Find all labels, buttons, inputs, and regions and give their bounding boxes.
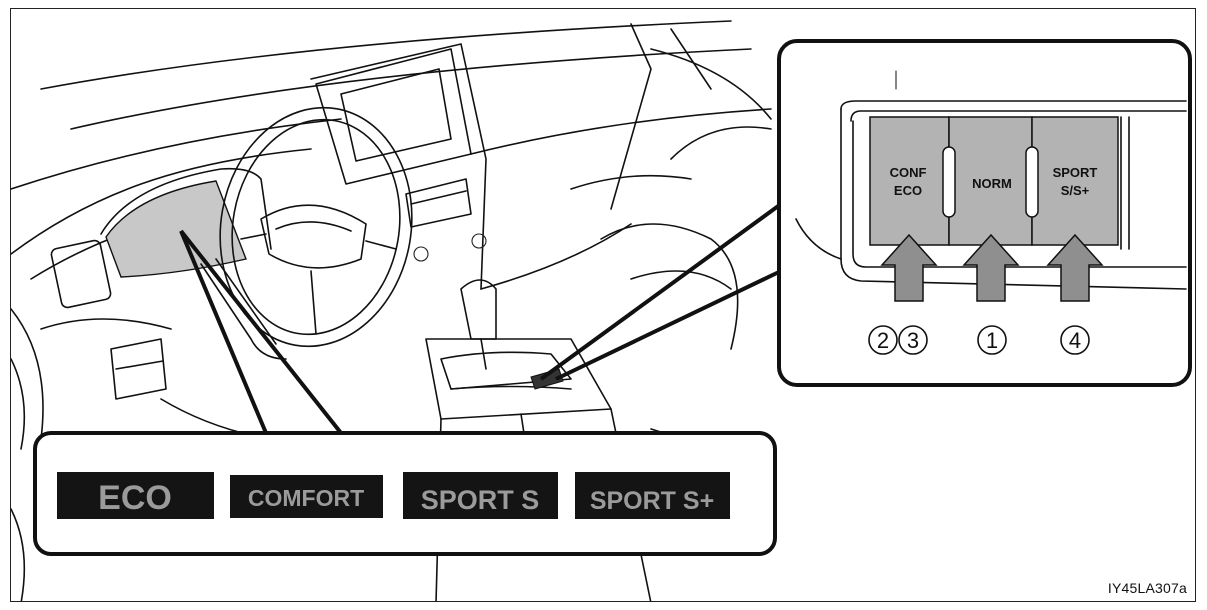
switch-callout-leaders	[541, 204, 781, 379]
figure-code: IY45LA307a	[1108, 580, 1187, 596]
indicator-slot	[1026, 147, 1038, 217]
indicator-slot	[943, 147, 955, 217]
conf-eco-label-line2: ECO	[894, 183, 922, 198]
marker-4: 4	[1069, 328, 1081, 353]
conf-eco-label-line1: CONF	[890, 165, 927, 180]
marker-1: 1	[986, 328, 998, 353]
eco-indicator-text: ECO	[98, 479, 172, 517]
display-callout-leaders	[181, 231, 341, 433]
sport-s-indicator-text: SPORT S	[421, 485, 540, 515]
conf-eco-button	[870, 117, 949, 245]
comfort-indicator-text: COMFORT	[248, 485, 364, 511]
norm-label: NORM	[972, 176, 1012, 191]
sport-button	[1032, 117, 1118, 245]
diagram-frame: CONF ECO NORM SPORT S/S+ 2 3 1 4 ECO COM…	[10, 8, 1196, 602]
sport-s-plus-indicator-text: SPORT S+	[590, 487, 714, 515]
sport-label-line1: SPORT	[1053, 165, 1098, 180]
mode-display-callout: ECO COMFORT SPORT S SPORT S+	[35, 433, 775, 554]
sport-label-line2: S/S+	[1061, 183, 1090, 198]
marker-2: 2	[877, 328, 889, 353]
drive-mode-switch-callout: CONF ECO NORM SPORT S/S+ 2 3 1 4	[779, 41, 1190, 385]
marker-3: 3	[907, 328, 919, 353]
interior-illustration: CONF ECO NORM SPORT S/S+ 2 3 1 4 ECO COM…	[11, 9, 1196, 602]
